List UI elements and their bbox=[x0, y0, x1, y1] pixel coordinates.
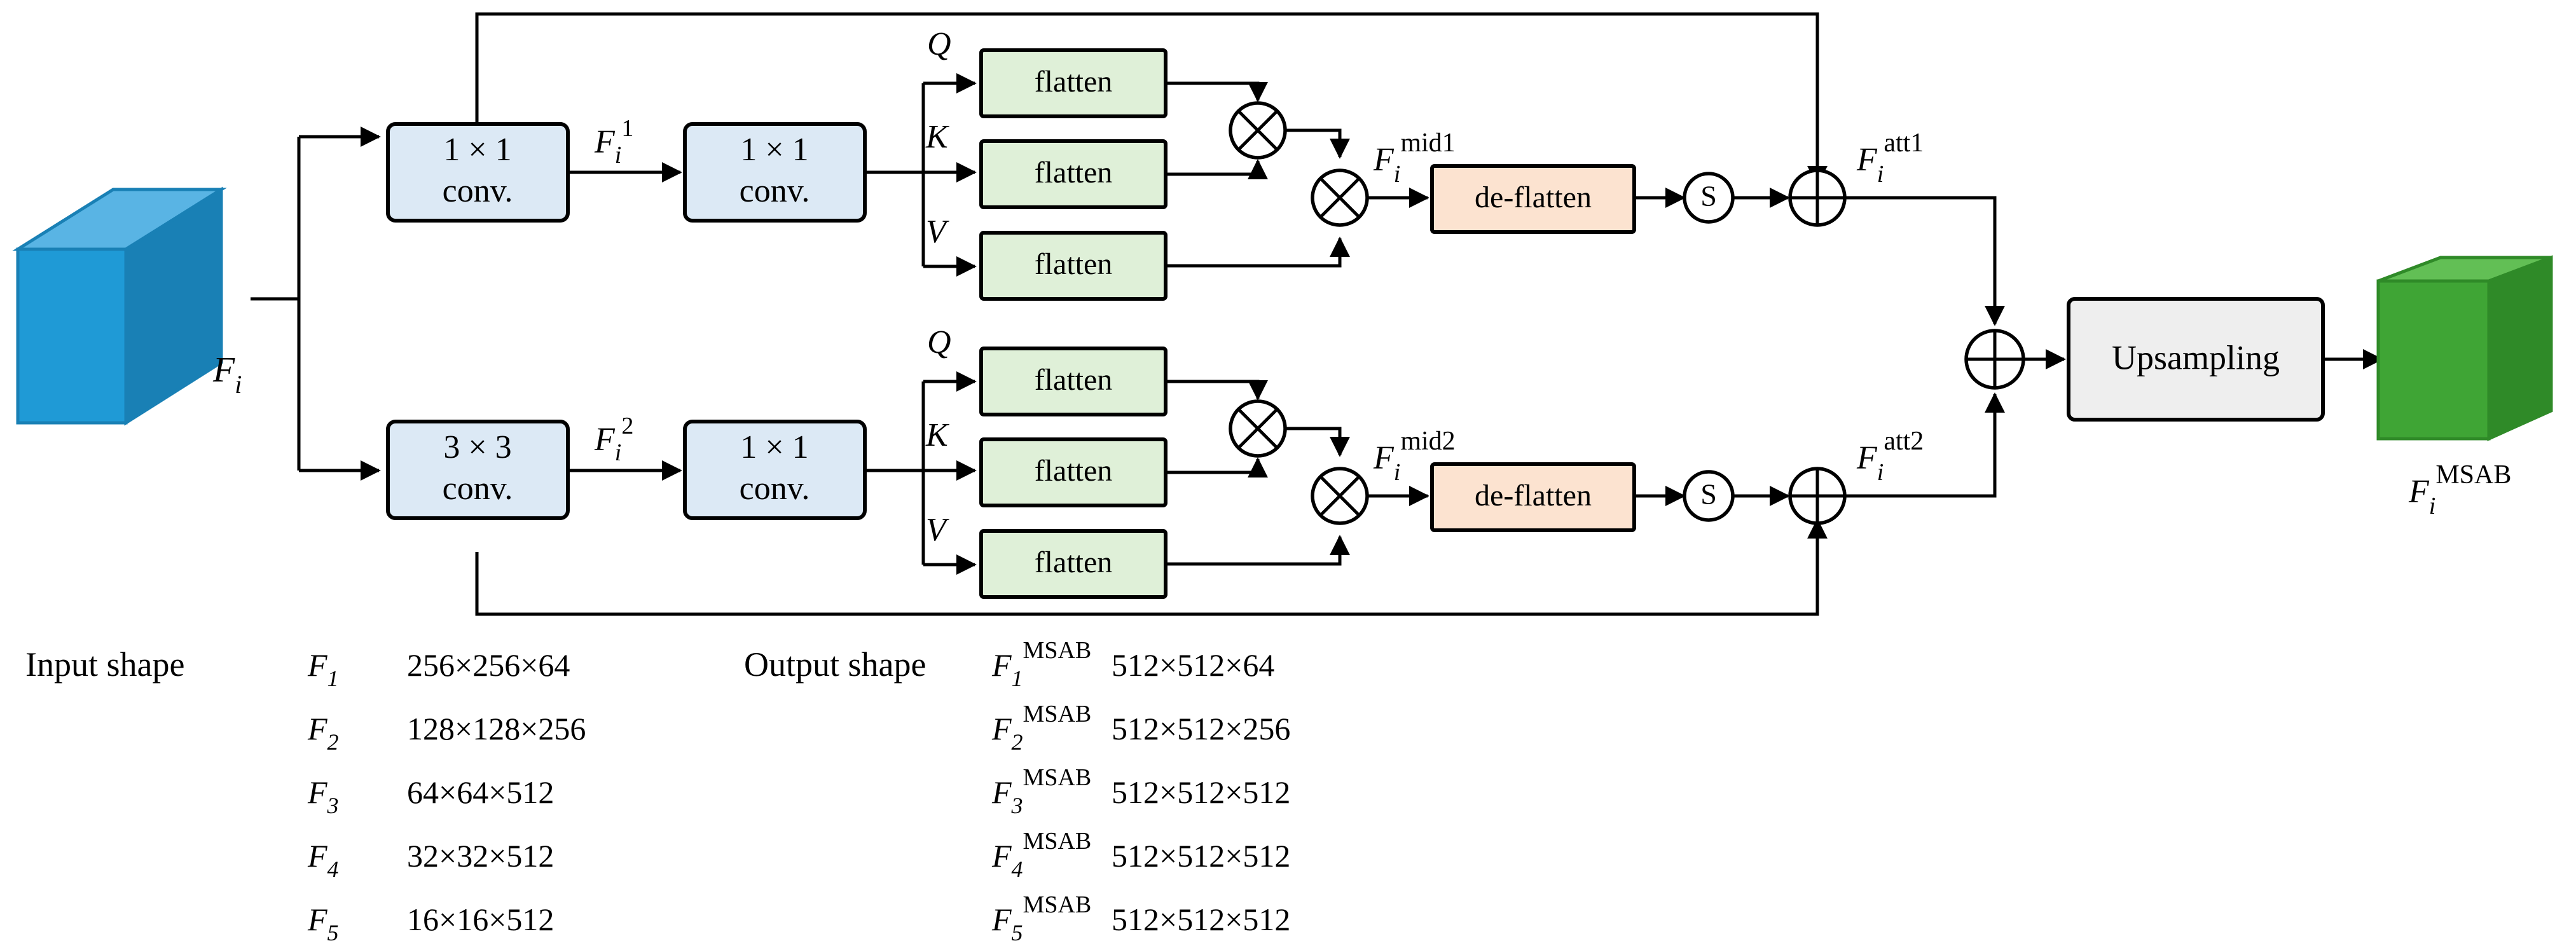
output-shape-value: 512×512×512 bbox=[1112, 774, 1290, 810]
input-tensor-label: Fi bbox=[212, 350, 242, 399]
branch2-deflatten-label: de-flatten bbox=[1475, 479, 1592, 512]
branch1-conv-b-line2: conv. bbox=[740, 173, 810, 209]
branch1-flatten-k-label: flatten bbox=[1035, 156, 1113, 189]
svg-text:F4: F4 bbox=[307, 838, 339, 882]
output-shape-row: F2MSAB 512×512×256 bbox=[991, 701, 1290, 755]
branch2-conv-b-line2: conv. bbox=[740, 471, 810, 507]
branch2-multiply-qk bbox=[1229, 399, 1287, 458]
branch1-v-label: V bbox=[926, 214, 949, 250]
branch1-mid-label: Fimid1 bbox=[1373, 128, 1456, 188]
branch2-feature-label: Fi2 bbox=[594, 413, 633, 466]
output-shape-value: 512×512×512 bbox=[1112, 902, 1290, 937]
output-shape-heading: Output shape bbox=[744, 645, 926, 684]
branch1-softmax-symbol: S bbox=[1700, 180, 1717, 212]
branch2-conv-a[interactable]: 3 × 3 conv. bbox=[386, 420, 570, 520]
svg-text:F2: F2 bbox=[307, 711, 339, 755]
branch1-flatten-k[interactable]: flatten bbox=[979, 139, 1167, 209]
output-shape-value: 512×512×256 bbox=[1112, 711, 1290, 746]
branch2-conv-a-line1: 3 × 3 bbox=[443, 429, 511, 465]
branch2-flatten-q[interactable]: flatten bbox=[979, 347, 1167, 416]
upsampling-label: Upsampling bbox=[2112, 338, 2280, 376]
upsampling-box[interactable]: Upsampling bbox=[2067, 297, 2325, 422]
branch2-softmax-symbol: S bbox=[1700, 478, 1717, 511]
output-tensor-label: FiMSAB bbox=[2408, 460, 2511, 519]
branch1-deflatten[interactable]: de-flatten bbox=[1430, 164, 1636, 234]
input-shape-row: F5 16×16×512 bbox=[307, 902, 554, 945]
branch2-conv-b-line1: 1 × 1 bbox=[740, 429, 808, 465]
branch1-multiply-attnv bbox=[1311, 168, 1369, 227]
branch1-feature-label: Fi1 bbox=[594, 115, 633, 168]
input-shape-value: 32×32×512 bbox=[407, 838, 554, 874]
branch1-softmax: S bbox=[1683, 172, 1735, 224]
merge-add bbox=[1964, 329, 2025, 390]
branch2-k-label: K bbox=[925, 417, 949, 453]
branch2-softmax: S bbox=[1683, 470, 1735, 522]
svg-text:F5MSAB: F5MSAB bbox=[991, 891, 1091, 945]
branch2-flatten-v[interactable]: flatten bbox=[979, 529, 1167, 599]
branch1-deflatten-label: de-flatten bbox=[1475, 181, 1592, 214]
svg-text:F3MSAB: F3MSAB bbox=[991, 764, 1091, 818]
input-shape-value: 16×16×512 bbox=[407, 902, 554, 937]
branch2-conv-a-line2: conv. bbox=[443, 471, 513, 507]
branch2-deflatten[interactable]: de-flatten bbox=[1430, 462, 1636, 532]
branch1-flatten-v[interactable]: flatten bbox=[979, 231, 1167, 301]
branch2-flatten-k-label: flatten bbox=[1035, 454, 1113, 488]
input-shape-row: F4 32×32×512 bbox=[307, 838, 554, 882]
branch1-multiply-qk bbox=[1229, 101, 1287, 160]
branch1-conv-a-line2: conv. bbox=[443, 173, 513, 209]
svg-text:F5: F5 bbox=[307, 902, 339, 945]
output-shape-value: 512×512×512 bbox=[1112, 838, 1290, 874]
branch1-flatten-q[interactable]: flatten bbox=[979, 48, 1167, 118]
input-shape-value: 256×256×64 bbox=[407, 647, 570, 683]
branch2-conv-b[interactable]: 1 × 1 conv. bbox=[683, 420, 867, 520]
output-shape-row: F3MSAB 512×512×512 bbox=[991, 764, 1290, 818]
output-shape-row: F5MSAB 512×512×512 bbox=[991, 891, 1290, 945]
input-shape-row: F1 256×256×64 bbox=[307, 647, 570, 691]
input-shape-row: F2 128×128×256 bbox=[307, 711, 586, 755]
svg-text:F4MSAB: F4MSAB bbox=[991, 828, 1091, 882]
branch1-k-label: K bbox=[925, 119, 949, 155]
input-shape-value: 64×64×512 bbox=[407, 774, 554, 810]
branch1-conv-a[interactable]: 1 × 1 conv. bbox=[386, 122, 570, 223]
output-shape-row: F4MSAB 512×512×512 bbox=[991, 828, 1290, 882]
branch1-flatten-q-label: flatten bbox=[1035, 65, 1113, 99]
branch1-q-label: Q bbox=[927, 26, 951, 62]
input-cube bbox=[12, 186, 227, 426]
branch2-att-label: Fiatt2 bbox=[1856, 427, 1924, 486]
output-shape-row: F1MSAB 512×512×64 bbox=[991, 637, 1274, 691]
branch2-flatten-v-label: flatten bbox=[1035, 546, 1113, 579]
svg-text:F1: F1 bbox=[307, 647, 339, 691]
branch1-conv-b-line1: 1 × 1 bbox=[740, 132, 808, 168]
input-shape-heading: Input shape bbox=[25, 645, 184, 684]
svg-text:F3: F3 bbox=[307, 774, 339, 818]
branch2-flatten-q-label: flatten bbox=[1035, 363, 1113, 397]
svg-text:F1MSAB: F1MSAB bbox=[991, 637, 1091, 691]
branch1-conv-b[interactable]: 1 × 1 conv. bbox=[683, 122, 867, 223]
branch1-att-label: Fiatt1 bbox=[1856, 128, 1924, 188]
branch2-q-label: Q bbox=[927, 324, 951, 361]
branch2-flatten-k[interactable]: flatten bbox=[979, 437, 1167, 507]
input-shape-value: 128×128×256 bbox=[407, 711, 586, 746]
branch2-multiply-attnv bbox=[1311, 467, 1369, 525]
output-cube bbox=[2376, 255, 2553, 441]
input-shape-row: F3 64×64×512 bbox=[307, 774, 554, 818]
branch2-v-label: V bbox=[926, 512, 949, 548]
output-shape-value: 512×512×64 bbox=[1112, 647, 1274, 683]
branch1-flatten-v-label: flatten bbox=[1035, 247, 1113, 281]
branch2-mid-label: Fimid2 bbox=[1373, 427, 1456, 486]
svg-text:F2MSAB: F2MSAB bbox=[991, 701, 1091, 755]
branch1-conv-a-line1: 1 × 1 bbox=[443, 132, 511, 168]
